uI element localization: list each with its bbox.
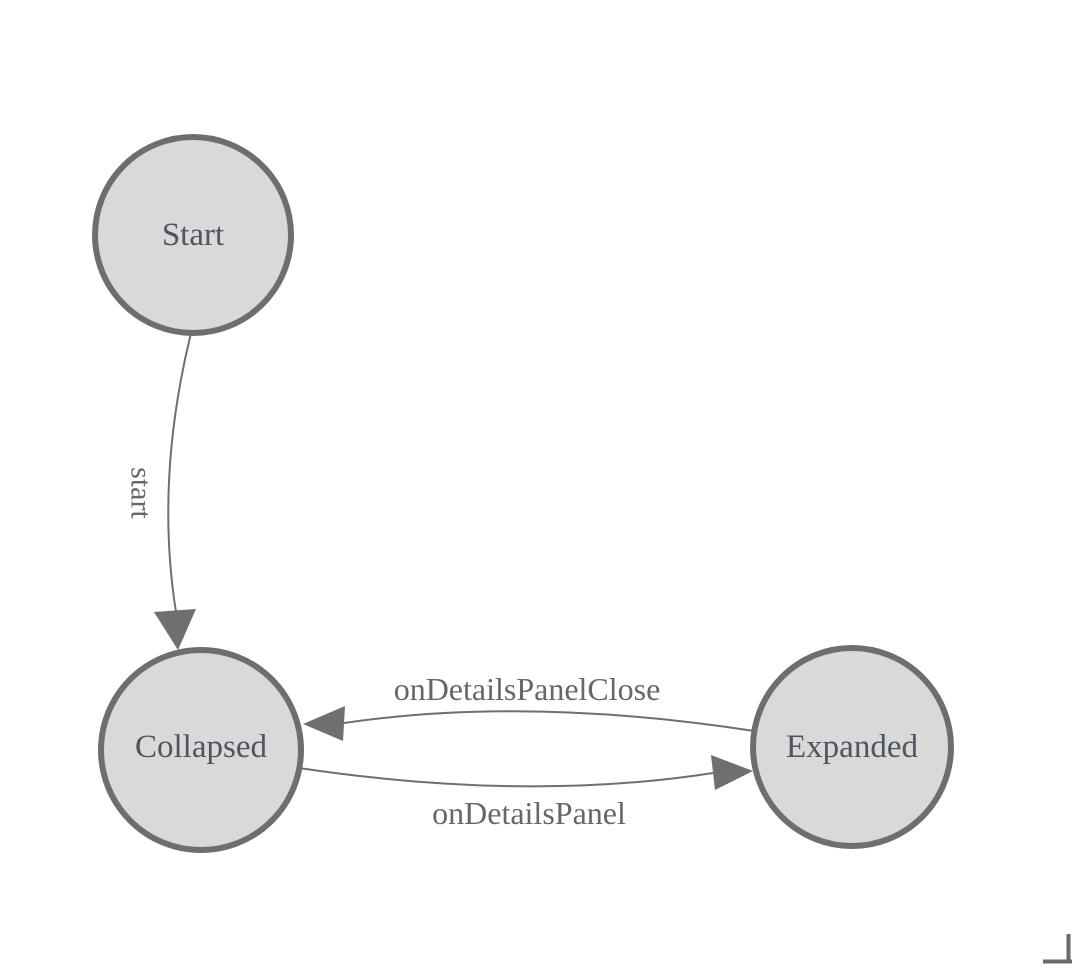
state-start[interactable]: Start [92, 134, 294, 336]
transition-on-details-panel-close-line[interactable] [343, 710, 755, 732]
transition-start-label: start [125, 467, 158, 519]
arrowhead-expanded-to-collapsed-icon [303, 706, 345, 741]
state-start-circle[interactable] [92, 134, 294, 336]
transition-on-details-panel: onDetailsPanel [298, 755, 753, 831]
transition-on-details-panel-line[interactable] [298, 767, 714, 788]
transition-on-details-panel-close-label: onDetailsPanelClose [394, 671, 661, 707]
transition-on-details-panel-label: onDetailsPanel [432, 795, 626, 831]
transition-start-line[interactable] [167, 332, 192, 613]
state-expanded[interactable]: Expanded [750, 645, 954, 849]
state-collapsed-circle[interactable] [98, 647, 304, 853]
state-expanded-circle[interactable] [750, 645, 954, 849]
transition-start: start [125, 332, 196, 650]
transition-on-details-panel-close: onDetailsPanelClose [303, 671, 755, 741]
state-start-label: Start [162, 217, 224, 253]
state-collapsed-label: Collapsed [135, 729, 267, 765]
state-expanded-label: Expanded [786, 729, 918, 765]
resize-corner-handle[interactable] [1043, 934, 1072, 964]
arrowhead-start-to-collapsed-icon [154, 609, 196, 650]
arrowhead-collapsed-to-expanded-icon [711, 755, 753, 790]
state-collapsed[interactable]: Collapsed [98, 647, 304, 853]
